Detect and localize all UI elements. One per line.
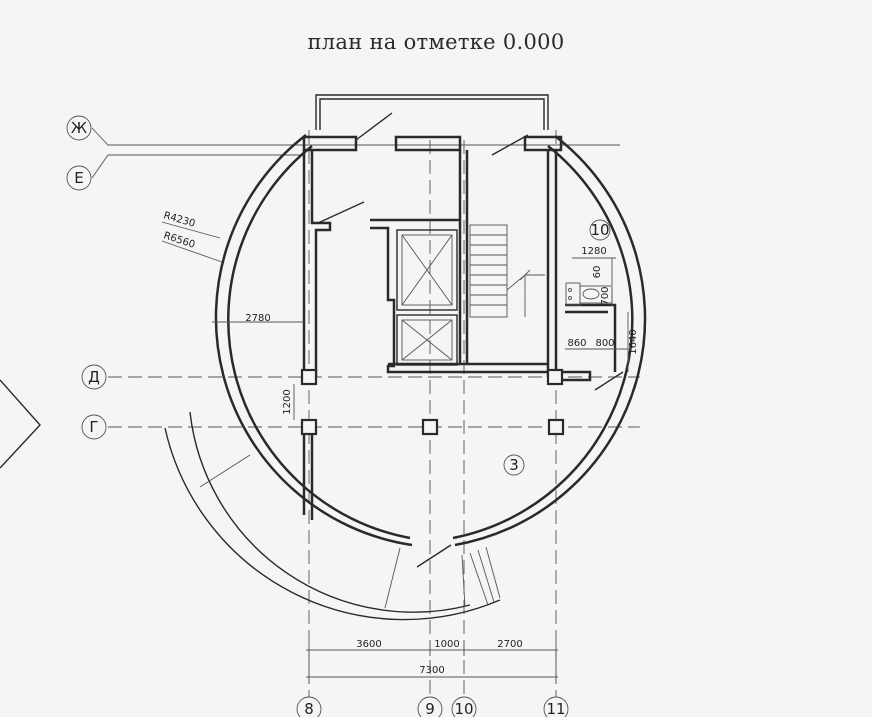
dim-2780: 2780 [245,313,270,324]
axis-bubble-11 [543,696,569,717]
dim-1640: 1640 [628,329,639,354]
dim-700: 700 [600,286,611,305]
axis-label-zh: Ж [71,119,87,137]
room-10-bubble [589,219,611,241]
round-walls [214,134,647,547]
radius-label-outer: R6560 [162,230,196,250]
dim-800: 800 [595,338,614,349]
columns [300,368,565,436]
radius-leaders [161,221,223,263]
adjacent-building-outline [0,379,41,469]
entrance-canopy [315,94,549,130]
dimension-lines [212,257,629,683]
ramp-inner-arc [189,411,471,613]
interior-walls [302,135,617,520]
dim-60: 60 [592,266,603,279]
axis-label-d: Д [88,368,100,386]
elevator-shafts [396,229,458,366]
letter-axes: Ж Е Д Г [66,115,640,440]
dim-1280: 1280 [581,246,606,257]
dim-1000: 1000 [434,639,459,650]
axis-bubble-8 [296,696,322,717]
dim-2700: 2700 [497,639,522,650]
axis-bubble-d [81,364,107,390]
axis-bubble-10 [451,696,477,717]
axis-bubble-zh [66,115,92,141]
axis-label-9: 9 [425,700,435,717]
dim-860: 860 [567,338,586,349]
ramp-steps [469,546,501,606]
dim-3600: 3600 [356,639,381,650]
axis-bubble-9 [417,696,443,717]
axis-label-10: 10 [454,700,473,717]
dim-7300: 7300 [419,665,444,676]
axis-label-e: Е [74,169,83,187]
drawing-title: план на отметке 0.000 [307,30,565,54]
outer-ramp-arc [164,427,501,621]
number-axes: 8 9 10 11 [296,130,569,717]
room-10-label: 10 [590,221,609,239]
axis-label-g: Г [89,418,98,436]
ramp-ticks [199,454,466,609]
door-leaves [317,112,624,568]
staircase [469,224,545,318]
room-3-bubble [503,454,525,476]
axis-label-8: 8 [304,700,314,717]
axis-line-e [91,154,300,179]
axis-bubble-g [81,414,107,440]
dim-1200: 1200 [282,389,293,414]
axis-label-11: 11 [546,700,565,717]
axis-bubble-e [66,165,92,191]
room-3-label: 3 [509,456,519,474]
